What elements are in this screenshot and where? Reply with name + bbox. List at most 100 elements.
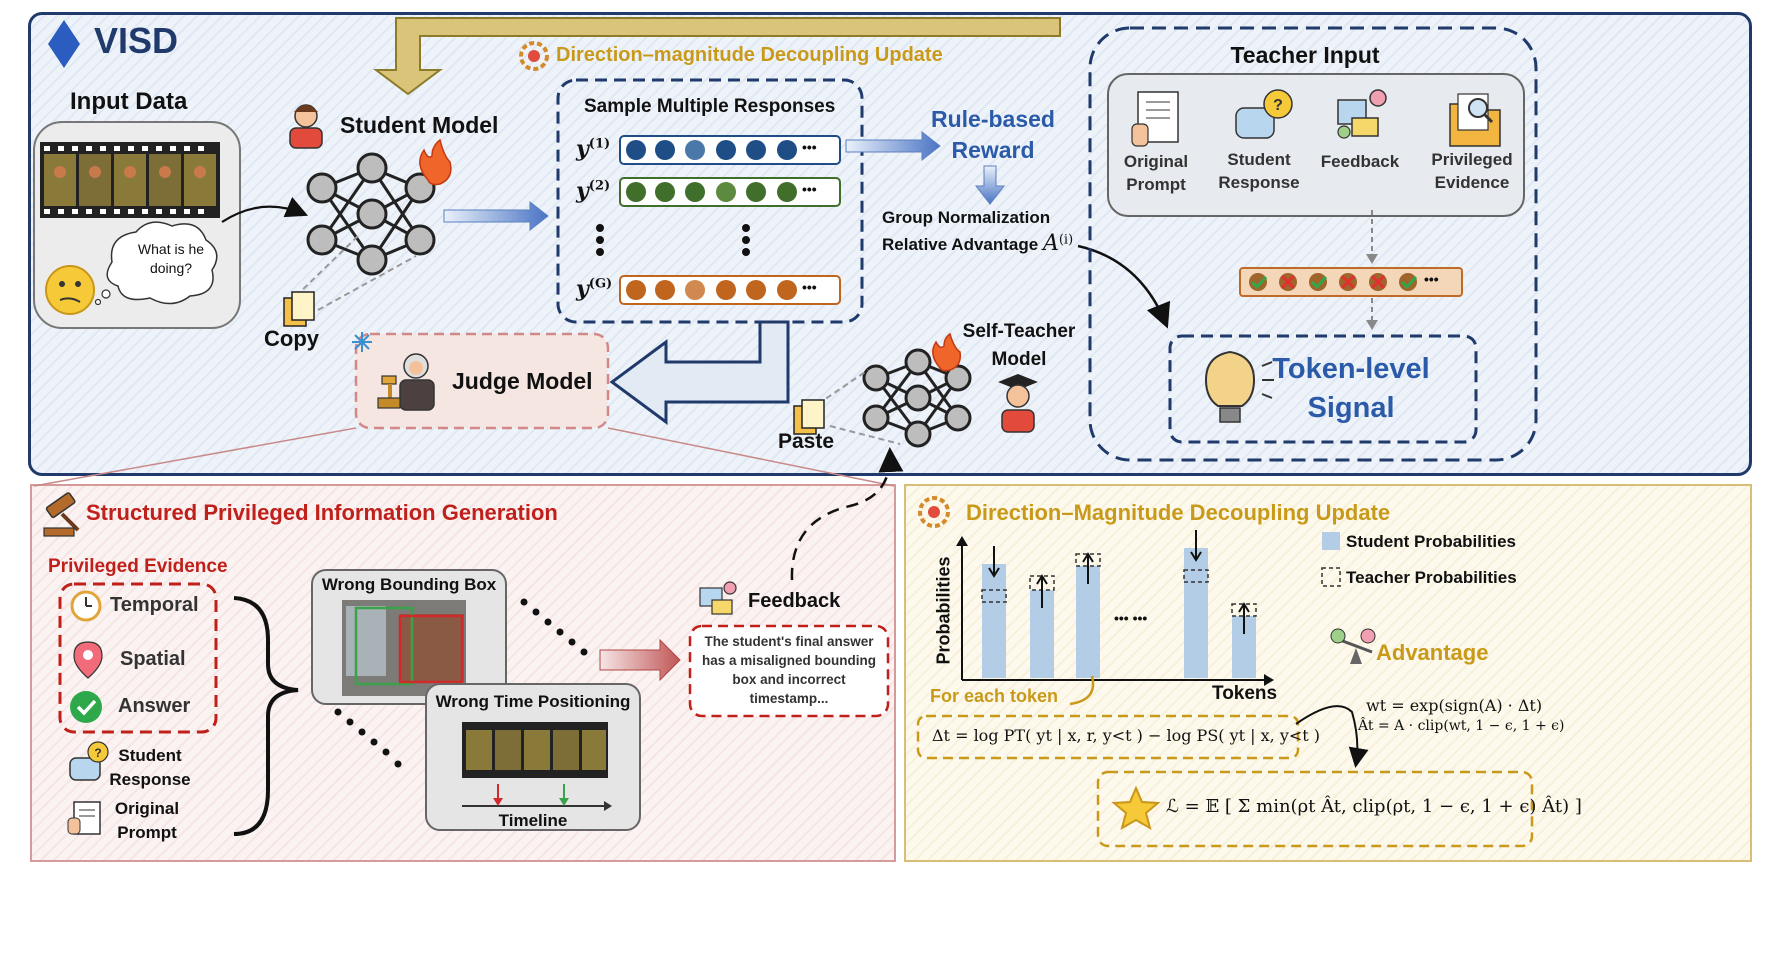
- lightbulb-brain-icon: [1204, 350, 1274, 423]
- row2-ellipsis: •••: [802, 181, 817, 197]
- bar-direction-arrow-1: [988, 546, 1000, 578]
- wt-formula: wt = exp(sign(A) · Δt): [1366, 696, 1543, 715]
- wrong-bbox-title: Wrong Bounding Box: [321, 575, 497, 594]
- star-icon: [1111, 785, 1161, 831]
- student-to-sampling-arrow: [443, 200, 549, 232]
- advantage-label: Advantage: [1376, 640, 1489, 665]
- timeline-label: Timeline: [498, 811, 568, 830]
- balance-scale-icon: [1330, 628, 1376, 664]
- spig-title: Structured Privileged Information Genera…: [86, 500, 558, 525]
- input-data-title: Input Data: [70, 88, 188, 115]
- document-hand-icon: [1131, 91, 1179, 147]
- wrong-time-title: Wrong Time Positioning: [435, 692, 631, 711]
- wrong-bbox-image: [342, 600, 466, 696]
- legend-student-label: Student Probabilities: [1346, 532, 1517, 551]
- self-teacher-network-icon: [862, 348, 972, 448]
- feedback-icon: [1337, 89, 1387, 139]
- update-return-arrow: [373, 17, 1061, 96]
- graduate-avatar-icon: [998, 374, 1038, 433]
- wrong-time-filmstrip: [462, 722, 608, 778]
- group-norm-label: Group Normalization: [882, 208, 1051, 227]
- teacher-bar-3: [1075, 553, 1101, 567]
- clock-icon: [70, 590, 102, 622]
- student-response-icon: ?: [69, 741, 109, 781]
- response-label-2: y(2): [576, 178, 611, 204]
- feedback-to-teacher-arrow: [790, 447, 904, 581]
- student-bar-4: [1184, 548, 1208, 678]
- to-feedback-arrow: [599, 638, 681, 682]
- loss-formula-box: [1096, 770, 1534, 848]
- y-axis-label: Probabilities: [933, 556, 954, 665]
- fire-icon: [419, 138, 452, 186]
- gear-dmdu-icon: [918, 496, 950, 528]
- input-video-filmstrip: [40, 142, 220, 218]
- snowflake-icon: [352, 332, 372, 352]
- thinking-face-icon: [45, 265, 95, 315]
- paste-label: Paste: [778, 430, 835, 453]
- student-bar-3: [1076, 566, 1100, 678]
- token-strip: [1239, 267, 1463, 297]
- student-model-title: Student Model: [340, 112, 499, 138]
- sampling-box: [556, 78, 864, 324]
- sampling-to-reward-arrow: [845, 130, 941, 162]
- original-prompt-icon: [67, 801, 101, 835]
- feedback-small-icon: [699, 581, 737, 615]
- at-formula: Ât = A · clip(wt, 1 − ϵ, 1 + ϵ): [1358, 718, 1565, 734]
- teacher-input-box: [1107, 73, 1525, 217]
- token-signal-box: [1168, 334, 1478, 444]
- curly-brace: [233, 596, 299, 836]
- folder-search-icon: [1449, 93, 1501, 147]
- copy-icon: [283, 291, 315, 327]
- x-axis-label: Tokens: [1212, 683, 1278, 704]
- student-avatar-icon: [289, 104, 323, 149]
- bar-direction-arrow-4: [1190, 530, 1202, 562]
- sampling-title: Sample Multiple Responses: [584, 96, 836, 117]
- evidence-temporal: Temporal: [110, 594, 199, 616]
- bar-direction-arrow-3: [1082, 552, 1094, 584]
- token-ellipsis: •••: [1424, 271, 1439, 287]
- copy-label: Copy: [264, 326, 319, 351]
- bar-direction-arrow-2: [1036, 574, 1048, 608]
- teacher-bar-4: [1183, 569, 1209, 583]
- relative-advantage-label: Relative Advantage A(i): [882, 231, 1074, 256]
- teacher-bar-1: [981, 589, 1007, 603]
- vertical-ellipsis: [596, 224, 750, 256]
- check-circle-icon: [70, 691, 102, 723]
- response-row-g: [619, 275, 841, 305]
- delta-formula: Δt = log PT( yt | x, r, y<t ) − log PS( …: [932, 726, 1321, 745]
- legend-student-swatch: [1322, 532, 1340, 550]
- speech-bubble-question-icon: ?: [1235, 89, 1293, 139]
- gavel-icon: [43, 492, 80, 537]
- teacher-input-frame: [1088, 26, 1538, 462]
- gear-update-icon: [519, 41, 549, 71]
- evidence-title: Privileged Evidence: [48, 556, 228, 577]
- teacher-item-feedback: Feedback: [1320, 152, 1400, 171]
- evidence-box: [58, 582, 218, 734]
- dotted-connectors: [334, 598, 588, 768]
- question-cloud: [106, 221, 218, 305]
- visd-logo-icon: [48, 20, 80, 68]
- feedback-text-box: [688, 624, 890, 718]
- teacher-fire-icon: [932, 332, 962, 372]
- for-each-token: For each token: [930, 686, 1059, 706]
- teacher-input-title: Teacher Input: [1230, 42, 1380, 68]
- brand-title: VISD: [94, 20, 179, 61]
- chart-ellipsis: ••• •••: [1114, 610, 1148, 626]
- student-network-icon: [306, 152, 436, 276]
- sampling-to-judge-arrow: [609, 320, 790, 425]
- top-update-title: Direction–magnitude Decoupling Update: [556, 44, 943, 66]
- response-label-1: y(1): [576, 136, 611, 162]
- row1-ellipsis: •••: [802, 139, 817, 155]
- feedback-title: Feedback: [748, 590, 841, 612]
- probability-chart: [956, 530, 1274, 686]
- svg-text:?: ?: [1273, 97, 1283, 114]
